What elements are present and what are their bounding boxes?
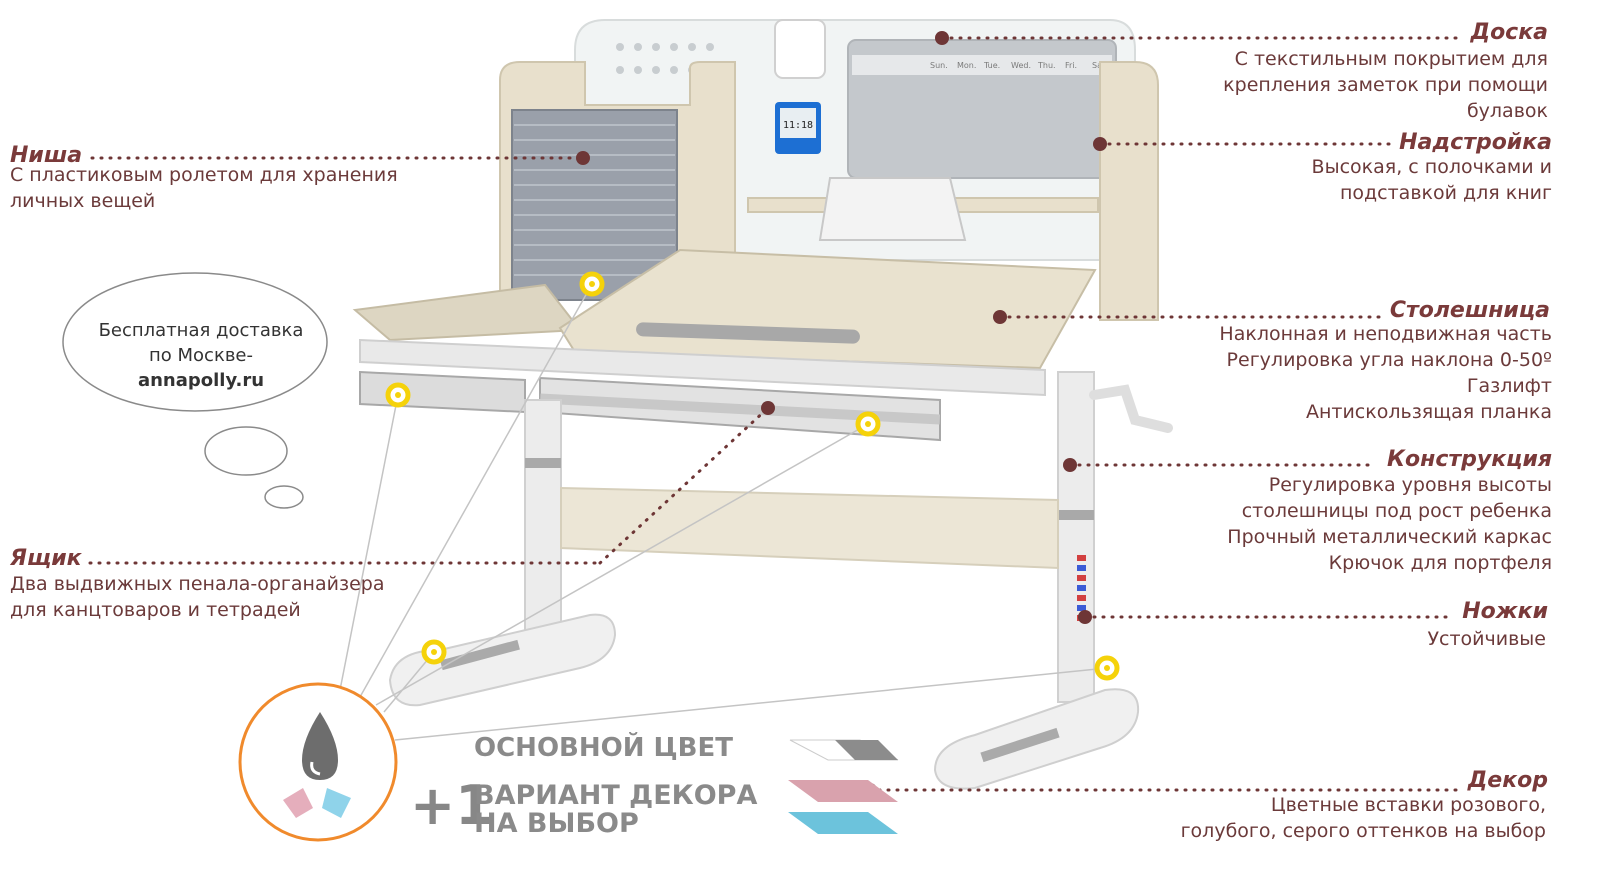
book-stand <box>818 177 967 241</box>
delivery-site-link[interactable]: annapolly.ru <box>137 370 265 391</box>
height-crank <box>1089 384 1173 433</box>
feature-legs-title: Ножки <box>1462 599 1548 624</box>
decor-option-line2: НА ВЫБОР <box>474 808 639 839</box>
decor-option-line1: ВАРИАНТ ДЕКОРА <box>474 780 758 811</box>
feature-superstructure-title: Надстройка <box>1399 130 1552 155</box>
pink-swatch-mark <box>283 788 313 818</box>
feature-tabletop-title: Столешница <box>1389 298 1550 323</box>
board-day-label: Tue. <box>983 61 1000 70</box>
crossbar <box>560 486 1059 570</box>
decor-circle <box>238 682 398 842</box>
board-day-label: Thu. <box>1037 61 1056 70</box>
color-swatches <box>788 739 899 834</box>
delivery-bubble-text: Бесплатная доставка по Москве- annapolly… <box>98 320 304 391</box>
feature-construction-title: Конструкция <box>1387 447 1552 472</box>
right-shelf-unit <box>1099 61 1159 321</box>
swatch-blue <box>788 812 898 834</box>
clock-display: 11:18 <box>783 120 813 131</box>
board-day-label: Fri. <box>1065 61 1077 70</box>
feature-drawer-title: Ящик <box>10 546 82 571</box>
niche-roller <box>511 109 678 301</box>
desk: Sun.Mon.Tue.Wed.Thu.Fri.Sat. 11:18 <box>352 19 1173 790</box>
left-leg <box>524 399 562 651</box>
table-apron <box>359 338 1046 397</box>
board-day-label: Sun. <box>930 61 948 70</box>
left-foot <box>388 613 617 707</box>
main-color-label: ОСНОВНОЙ ЦВЕТ <box>474 733 733 763</box>
board-day-label: Wed. <box>1011 61 1031 70</box>
left-drawer <box>359 370 526 414</box>
leader-lines <box>88 36 1462 792</box>
fixed-tabletop <box>352 283 582 342</box>
pen-holder <box>774 19 826 79</box>
anti-slip-bar <box>636 322 860 344</box>
feature-legs-desc: Устойчивые <box>1427 628 1546 650</box>
right-leg <box>1057 371 1095 703</box>
swatch-pink <box>788 780 898 802</box>
feature-board-title: Доска <box>1470 20 1548 45</box>
tilt-tabletop <box>558 248 1097 370</box>
feature-decor-desc: Цветные вставки розового,голубого, серог… <box>1180 794 1546 842</box>
board-day-label: Mon. <box>957 61 976 70</box>
feature-niche-title: Ниша <box>10 143 83 168</box>
plus-one-label: +1 <box>410 774 493 837</box>
feature-decor-title: Декор <box>1467 768 1548 793</box>
decor-connector-lines <box>339 283 1108 741</box>
blue-swatch-mark <box>322 788 351 818</box>
delivery-bubble <box>62 272 328 509</box>
